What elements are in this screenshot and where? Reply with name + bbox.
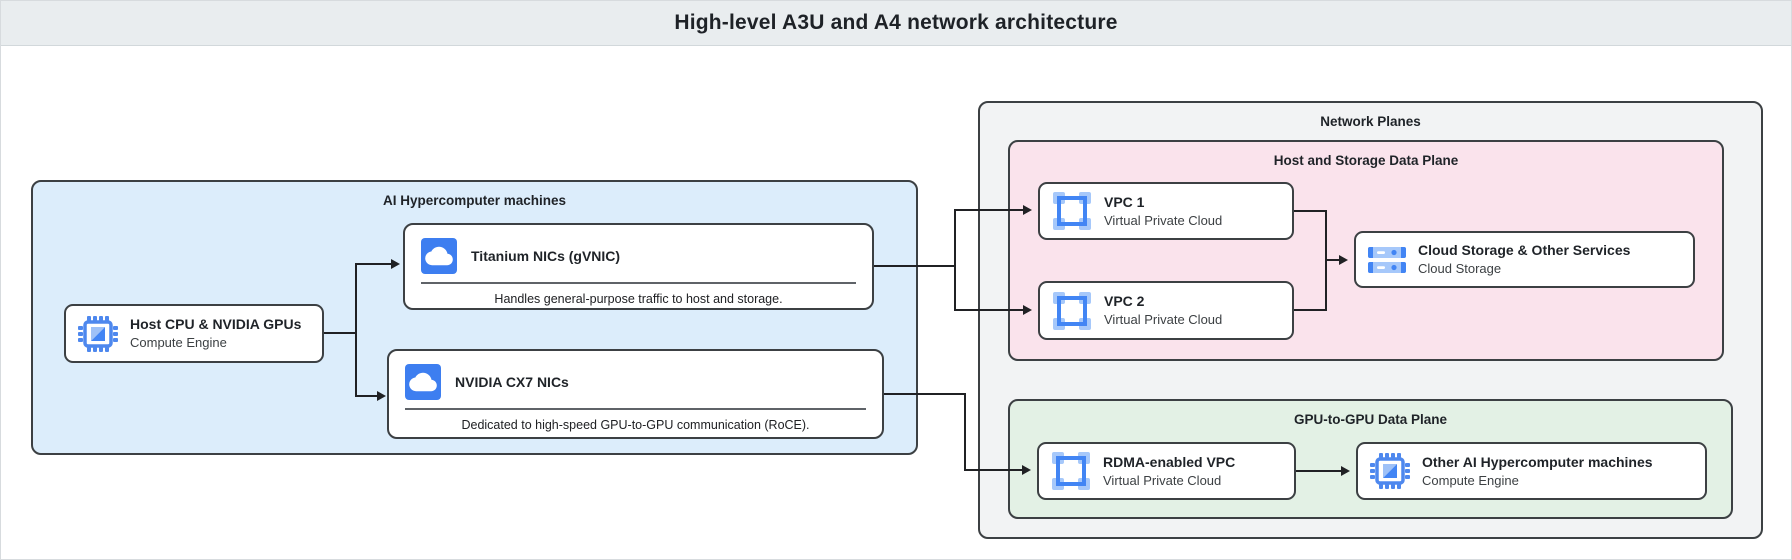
node-subtitle: Virtual Private Cloud — [1103, 472, 1222, 488]
divider — [421, 282, 856, 284]
container-label: AI Hypercomputer machines — [382, 193, 567, 208]
connector-line — [1296, 470, 1343, 472]
connector-line — [355, 263, 357, 397]
node-subtitle: Compute Engine — [1422, 472, 1519, 488]
node-subtitle: Compute Engine — [130, 335, 227, 350]
arrow-head-icon — [1341, 466, 1350, 476]
node-subtitle: Virtual Private Cloud — [1104, 312, 1223, 327]
vpc-icon — [1051, 451, 1091, 491]
connector-line — [1294, 210, 1327, 212]
container-label: Network Planes — [1320, 114, 1421, 129]
connector-line — [355, 395, 379, 397]
node-description: Handles general-purpose traffic to host … — [494, 292, 783, 306]
connector-line — [355, 263, 393, 265]
node-other-ai-hypercomputer-machines: Other AI Hypercomputer machines Compute … — [1356, 442, 1707, 500]
container-label: Host and Storage Data Plane — [1273, 153, 1459, 168]
node-description: Dedicated to high-speed GPU-to-GPU commu… — [461, 418, 810, 432]
title-bar: High-level A3U and A4 network architectu… — [1, 1, 1791, 46]
arrow-head-icon — [1022, 465, 1031, 475]
connector-line — [954, 309, 1025, 311]
cloud-icon — [405, 364, 441, 400]
node-title: Other AI Hypercomputer machines — [1422, 453, 1653, 470]
connector-line — [1294, 309, 1327, 311]
node-vpc-1: VPC 1 Virtual Private Cloud — [1038, 182, 1294, 240]
node-title: RDMA-enabled VPC — [1103, 453, 1236, 470]
divider — [405, 408, 866, 410]
cloud-icon — [421, 238, 457, 274]
arrow-head-icon — [377, 391, 386, 401]
node-subtitle: Cloud Storage — [1418, 261, 1502, 276]
node-title: VPC 2 — [1104, 293, 1145, 309]
connector-line — [954, 209, 1025, 211]
cloud-storage-icon — [1368, 246, 1406, 273]
node-titanium-nics: Titanium NICs (gVNIC) Handles general-pu… — [403, 223, 874, 310]
arrow-head-icon — [1023, 305, 1032, 315]
node-subtitle: Virtual Private Cloud — [1104, 212, 1223, 228]
node-title: VPC 1 — [1104, 193, 1145, 210]
arrow-head-icon — [391, 259, 400, 269]
connector-line — [324, 332, 357, 334]
connector-line — [964, 469, 1024, 471]
container-label: GPU-to-GPU Data Plane — [1293, 412, 1448, 427]
node-nvidia-cx7-nics: NVIDIA CX7 NICs Dedicated to high-speed … — [387, 349, 884, 439]
node-host-cpu-gpus: Host CPU & NVIDIA GPUs Compute Engine — [64, 304, 324, 363]
connector-line — [954, 209, 956, 311]
connector-line — [964, 393, 966, 471]
node-vpc-2: VPC 2 Virtual Private Cloud — [1038, 281, 1294, 340]
vpc-icon — [1052, 291, 1092, 331]
node-title: Titanium NICs (gVNIC) — [471, 247, 621, 264]
arrow-head-icon — [1339, 255, 1348, 265]
connector-line — [874, 265, 956, 267]
node-title: Host CPU & NVIDIA GPUs — [130, 316, 302, 332]
compute-engine-chip-icon — [1370, 453, 1410, 489]
page-title: High-level A3U and A4 network architectu… — [674, 11, 1118, 34]
node-title: Cloud Storage & Other Services — [1418, 242, 1631, 258]
compute-engine-chip-icon — [78, 315, 118, 352]
connector-line — [884, 393, 966, 395]
arrow-head-icon — [1023, 205, 1032, 215]
node-cloud-storage: Cloud Storage & Other Services Cloud Sto… — [1354, 231, 1695, 288]
vpc-icon — [1052, 191, 1092, 231]
node-title: NVIDIA CX7 NICs — [455, 373, 569, 390]
node-rdma-enabled-vpc: RDMA-enabled VPC Virtual Private Cloud — [1037, 442, 1296, 500]
connector-line — [1325, 259, 1341, 261]
